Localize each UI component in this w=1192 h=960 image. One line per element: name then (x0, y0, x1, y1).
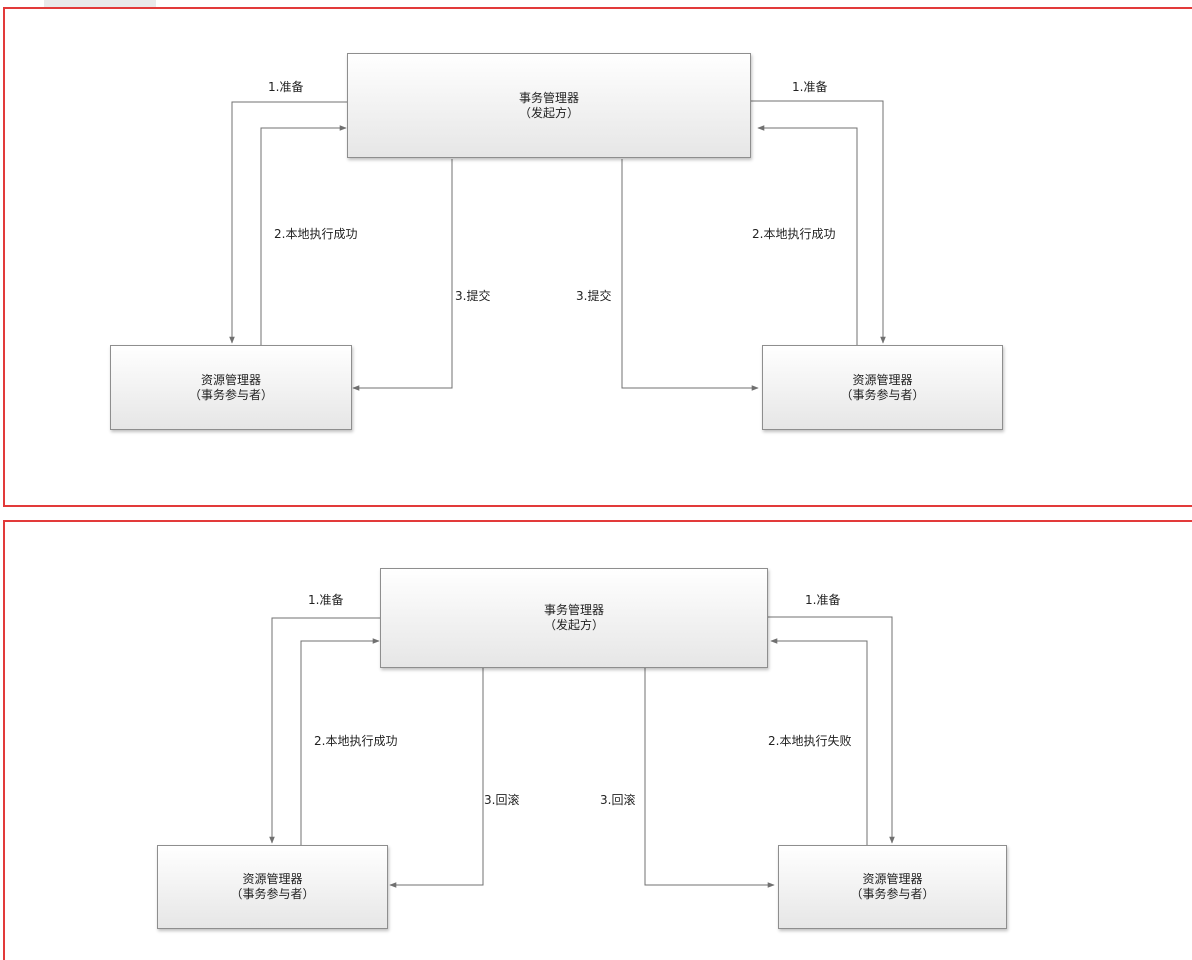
box-title: 资源管理器 (862, 872, 923, 886)
rollback-left-result-label: 2.本地执行成功 (314, 734, 398, 748)
commit-right-phase2-arrow (621, 159, 759, 391)
box-title: 事务管理器 (543, 603, 604, 617)
rollback-left-result-arrow (300, 638, 380, 845)
rollback-right-prepare-arrow (768, 616, 895, 844)
commit-left-result-arrow (260, 125, 347, 345)
commit-left-resource-manager-box: 资源管理器 （事务参与者） (110, 345, 352, 430)
rollback-right-result-arrow (770, 638, 868, 845)
rollback-left-phase2-arrow (389, 668, 484, 888)
box-title: 资源管理器 (852, 372, 913, 387)
box-subtitle: （事务参与者） (850, 887, 935, 901)
commit-left-prepare-arrow (229, 101, 347, 344)
commit-left-phase2-label: 3.提交 (455, 289, 491, 303)
rollback-diagram-frame (3, 520, 1192, 960)
commit-right-result-arrow (757, 125, 858, 345)
rollback-right-phase2-label: 3.回滚 (600, 793, 636, 807)
commit-right-resource-manager-box: 资源管理器 （事务参与者） (762, 345, 1003, 430)
commit-transaction-manager-box: 事务管理器 （发起方） (347, 53, 751, 158)
rollback-connectors (269, 616, 895, 888)
corner-tab (44, 0, 156, 9)
commit-left-prepare-label: 1.准备 (268, 80, 304, 94)
rollback-transaction-manager-box: 事务管理器 （发起方） (380, 568, 768, 668)
rollback-left-prepare-arrow (269, 617, 380, 844)
rollback-left-resource-manager-box: 资源管理器 （事务参与者） (157, 845, 388, 929)
rollback-left-phase2-label: 3.回滚 (484, 793, 520, 807)
commit-right-prepare-arrow (751, 100, 886, 344)
commit-right-result-label: 2.本地执行成功 (752, 227, 836, 241)
commit-diagram-frame (3, 7, 1192, 507)
rollback-right-result-label: 2.本地执行失败 (768, 734, 852, 748)
box-title: 事务管理器 (518, 90, 579, 105)
rollback-right-phase2-arrow (644, 668, 775, 888)
commit-right-prepare-label: 1.准备 (792, 80, 828, 94)
box-subtitle: （事务参与者） (840, 387, 925, 402)
rollback-right-resource-manager-box: 资源管理器 （事务参与者） (778, 845, 1007, 929)
box-subtitle: （发起方） (518, 105, 579, 120)
commit-left-result-label: 2.本地执行成功 (274, 227, 358, 241)
rollback-left-prepare-label: 1.准备 (308, 593, 344, 607)
commit-connectors (229, 100, 886, 391)
box-title: 资源管理器 (242, 872, 303, 886)
box-subtitle: （发起方） (543, 618, 604, 632)
box-subtitle: （事务参与者） (188, 387, 273, 402)
box-subtitle: （事务参与者） (230, 887, 315, 901)
commit-left-phase2-arrow (352, 159, 453, 391)
commit-right-phase2-label: 3.提交 (576, 289, 612, 303)
box-title: 资源管理器 (200, 372, 261, 387)
rollback-right-prepare-label: 1.准备 (805, 593, 841, 607)
